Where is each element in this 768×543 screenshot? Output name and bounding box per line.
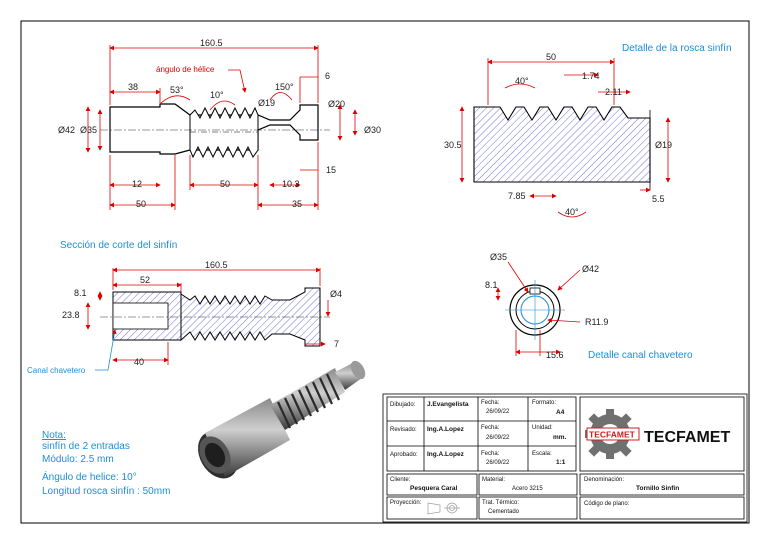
dim-35: 35 — [292, 199, 302, 209]
section-view: Sección de corte del sinfín 160.5 52 8.1… — [27, 240, 342, 375]
logo-text: TECFAMET — [644, 429, 730, 446]
main-view: 160.5 38 6 53° ángulo de hélice 10° 150°… — [58, 38, 381, 210]
td-dim-2-11: 2.11 — [605, 87, 622, 97]
isometric-render — [198, 360, 366, 479]
sv-dim-52: 52 — [140, 275, 150, 285]
td-dim-40: 40° — [515, 76, 529, 86]
keyway-detail-title: Detalle canal chavetero — [588, 350, 693, 361]
sv-dim-dia-4: Ø4 — [330, 289, 342, 299]
sv-dim-overall-length: 160.5 — [205, 260, 228, 270]
date3-label: Fecha: — [481, 451, 500, 457]
dim-helix-angle: 10° — [210, 90, 224, 100]
treatment-value: Cementado — [488, 509, 520, 515]
sv-dim-40: 40 — [134, 357, 144, 367]
approved-value: Ing.A.Lopez — [427, 451, 465, 458]
plan-code-label: Código de plano: — [584, 501, 630, 507]
note-line-4: Longitud rosca sinfín : 50mm — [42, 486, 170, 497]
dim-53: 53° — [170, 85, 184, 95]
note-line-2: Módulo: 2.5 mm — [42, 454, 114, 465]
note-block: Nota: sinfín de 2 entradas Módulo: 2.5 m… — [42, 430, 170, 497]
sheet-border — [20, 20, 750, 524]
tecfamet-logo: TECFAMET TECFAMET — [585, 409, 730, 459]
dim-dia-19: Ø19 — [258, 98, 275, 108]
dim-38: 38 — [128, 82, 138, 92]
dim-10-3: 10.3 — [282, 179, 300, 189]
dim-dia-42: Ø42 — [58, 125, 75, 135]
treatment-label: Trat. Térmico: — [482, 500, 519, 506]
keyway-detail: Ø35 Ø42 8.1 R11.9 15.6 Detalle canal cha… — [485, 252, 693, 361]
dim-dia-35: Ø35 — [80, 125, 97, 135]
date2-value: 26/09/22 — [486, 435, 510, 441]
dim-dia-20: Ø20 — [328, 99, 345, 109]
unit-label: Unidad: — [532, 425, 553, 431]
drawn-label: Dibujado: — [390, 402, 416, 408]
reviewed-label: Revisado: — [390, 427, 417, 433]
kd-dim-dia-35: Ø35 — [490, 252, 507, 262]
dim-12: 12 — [132, 179, 142, 189]
scale-value: 1:1 — [556, 459, 566, 466]
drawn-value: J.Evangelista — [427, 401, 469, 408]
note-line-3: Ángulo de helice: 10° — [42, 470, 137, 483]
td-dim-dia-19: Ø19 — [655, 140, 672, 150]
keyway-callout: Canal chavetero — [27, 366, 86, 375]
dim-dia-30: Ø30 — [364, 125, 381, 135]
dim-50: 50 — [220, 179, 230, 189]
sv-dim-23-8: 23.8 — [62, 310, 80, 320]
kd-dim-radius: R11.9 — [585, 317, 608, 327]
date1-value: 26/09/22 — [486, 409, 510, 415]
denomination-value: Tornillo Sinfín — [636, 485, 679, 492]
dim-overall-length: 160.5 — [200, 38, 223, 48]
sv-dim-7: 7 — [334, 339, 339, 349]
denomination-label: Denominación: — [584, 477, 624, 483]
material-value: Acero 3215 — [512, 486, 543, 492]
td-dim-5-5: 5.5 — [652, 194, 665, 204]
date1-label: Fecha: — [481, 400, 500, 406]
td-dim-1-74: 1.74 — [582, 71, 600, 81]
td-dim-50: 50 — [546, 52, 556, 62]
approved-label: Aprobado: — [390, 452, 418, 458]
thread-detail-title: Detalle de la rosca sinfín — [622, 43, 732, 54]
client-label: Cliente: — [390, 477, 411, 483]
sv-dim-8-1: 8.1 — [74, 288, 87, 298]
kd-dim-dia-42: Ø42 — [582, 264, 599, 274]
kd-dim-8-1: 8.1 — [485, 280, 498, 290]
thread-detail: Detalle de la rosca sinfín 50 40° 1.74 2… — [444, 43, 732, 218]
logo-badge — [586, 427, 640, 441]
date2-label: Fecha: — [481, 425, 500, 431]
note-line-1: sinfín de 2 entradas — [42, 441, 130, 452]
client-value: Pesquera Caral — [410, 485, 458, 492]
td-dim-40b: 40° — [565, 207, 579, 217]
scale-label: Escala: — [532, 451, 552, 457]
note-heading: Nota: — [42, 430, 66, 441]
td-dim-30-5: 30.5 — [444, 140, 462, 150]
kd-dim-15-6: 15.6 — [546, 350, 564, 360]
date3-value: 26/09/22 — [486, 460, 510, 466]
section-view-title: Sección de corte del sinfín — [60, 240, 177, 251]
dim-6: 6 — [325, 71, 330, 81]
logo-badge-text: TECFAMET — [589, 430, 636, 440]
material-label: Material: — [482, 477, 505, 483]
title-block — [382, 393, 748, 523]
reviewed-value: Ing.A.Lopez — [427, 426, 465, 433]
unit-value: mm. — [553, 434, 567, 441]
projection-symbol-icon — [427, 502, 460, 515]
dim-150: 150° — [275, 82, 294, 92]
dim-15: 15 — [326, 165, 336, 175]
projection-label: Proyección: — [390, 500, 422, 506]
format-label: Formato: — [532, 400, 556, 406]
helix-angle-label: ángulo de hélice — [156, 65, 215, 74]
format-value: A4 — [556, 409, 565, 416]
td-dim-7-85: 7.85 — [508, 191, 526, 201]
dim-50b: 50 — [136, 199, 146, 209]
